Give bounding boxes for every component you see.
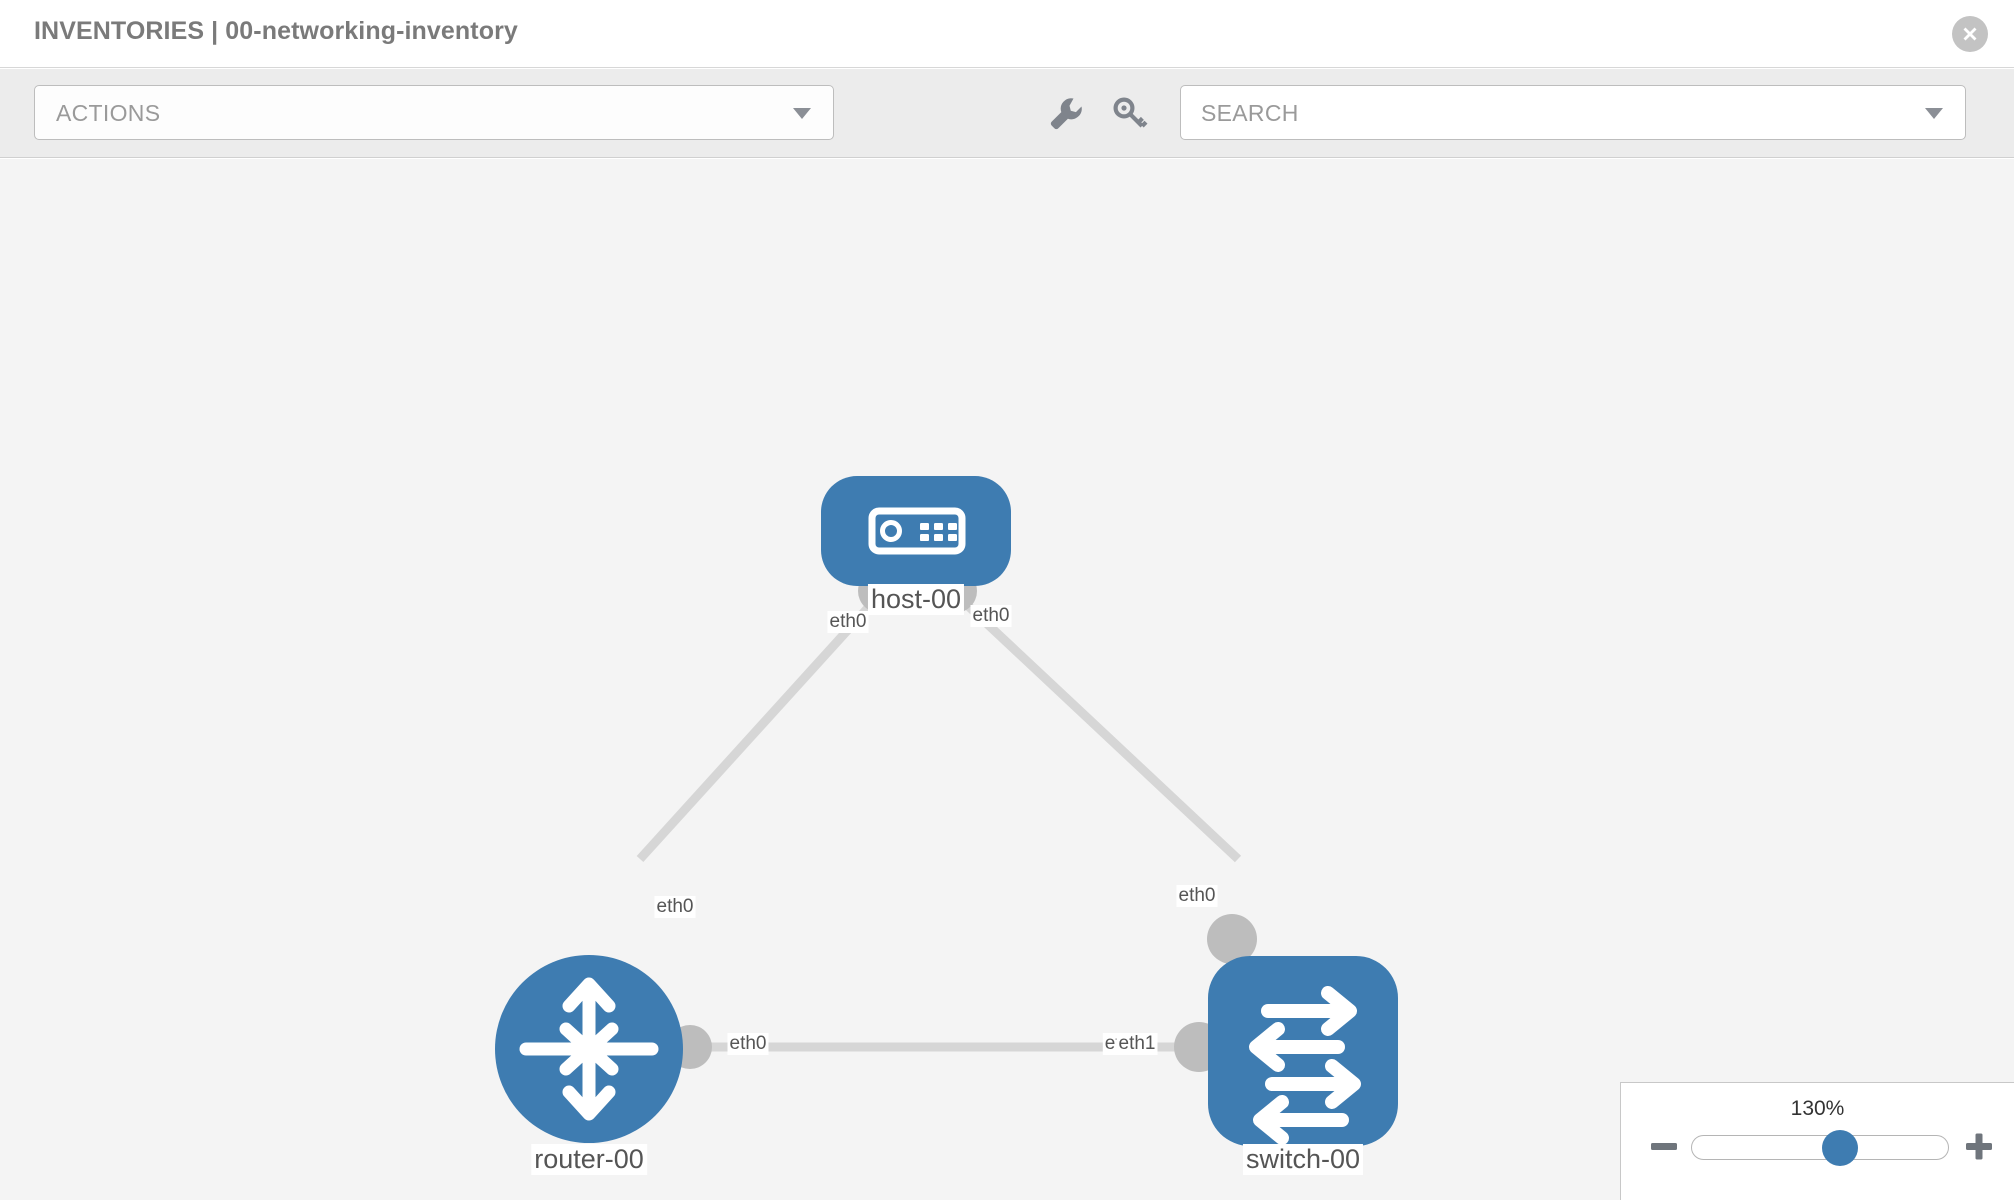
node-label-host-00: host-00 xyxy=(867,584,965,615)
page-header: INVENTORIES | 00-networking-inventory xyxy=(0,0,2014,68)
topology-canvas[interactable]: host-00 router-00 switch-00 eth0 eth0 et… xyxy=(0,159,2014,1200)
iface-label: eth1 xyxy=(1116,1033,1158,1055)
link-host-router xyxy=(636,585,889,863)
node-router-00 xyxy=(495,955,683,1143)
zoom-slider[interactable] xyxy=(1691,1130,1949,1166)
toolbar: ACTIONS SEARCH xyxy=(0,69,2014,158)
node-switch-00 xyxy=(1208,956,1398,1146)
node-label-router-00: router-00 xyxy=(531,1144,647,1175)
page-title: INVENTORIES | 00-networking-inventory xyxy=(34,17,518,45)
actions-dropdown-label: ACTIONS xyxy=(56,100,161,126)
topology-graph xyxy=(495,476,1398,1146)
key-icon[interactable] xyxy=(1108,91,1152,135)
link-host-switch xyxy=(946,585,1242,863)
minus-icon[interactable] xyxy=(1647,1129,1681,1163)
iface-label: eth0 xyxy=(970,605,1012,627)
actions-dropdown[interactable]: ACTIONS xyxy=(34,85,834,140)
plus-icon[interactable] xyxy=(1962,1129,1996,1163)
iface-label: eth0 xyxy=(1176,885,1218,907)
node-host-00 xyxy=(821,476,1011,586)
chevron-down-icon xyxy=(793,107,811,119)
iface-label: eth0 xyxy=(654,896,696,918)
close-icon[interactable] xyxy=(1952,16,1988,52)
zoom-control-panel: 130% xyxy=(1620,1082,2014,1200)
zoom-level-value: 130% xyxy=(1790,1097,1845,1120)
chevron-down-icon xyxy=(1925,107,1943,119)
iface-label: eth0 xyxy=(727,1033,769,1055)
iface-label: eth0 xyxy=(827,611,869,633)
wrench-icon[interactable] xyxy=(1043,91,1087,135)
search-placeholder: SEARCH xyxy=(1201,100,1299,126)
port-nub xyxy=(1207,914,1257,964)
search-input[interactable]: SEARCH xyxy=(1180,85,1966,140)
node-label-switch-00: switch-00 xyxy=(1242,1144,1364,1175)
zoom-slider-handle[interactable] xyxy=(1822,1130,1859,1166)
